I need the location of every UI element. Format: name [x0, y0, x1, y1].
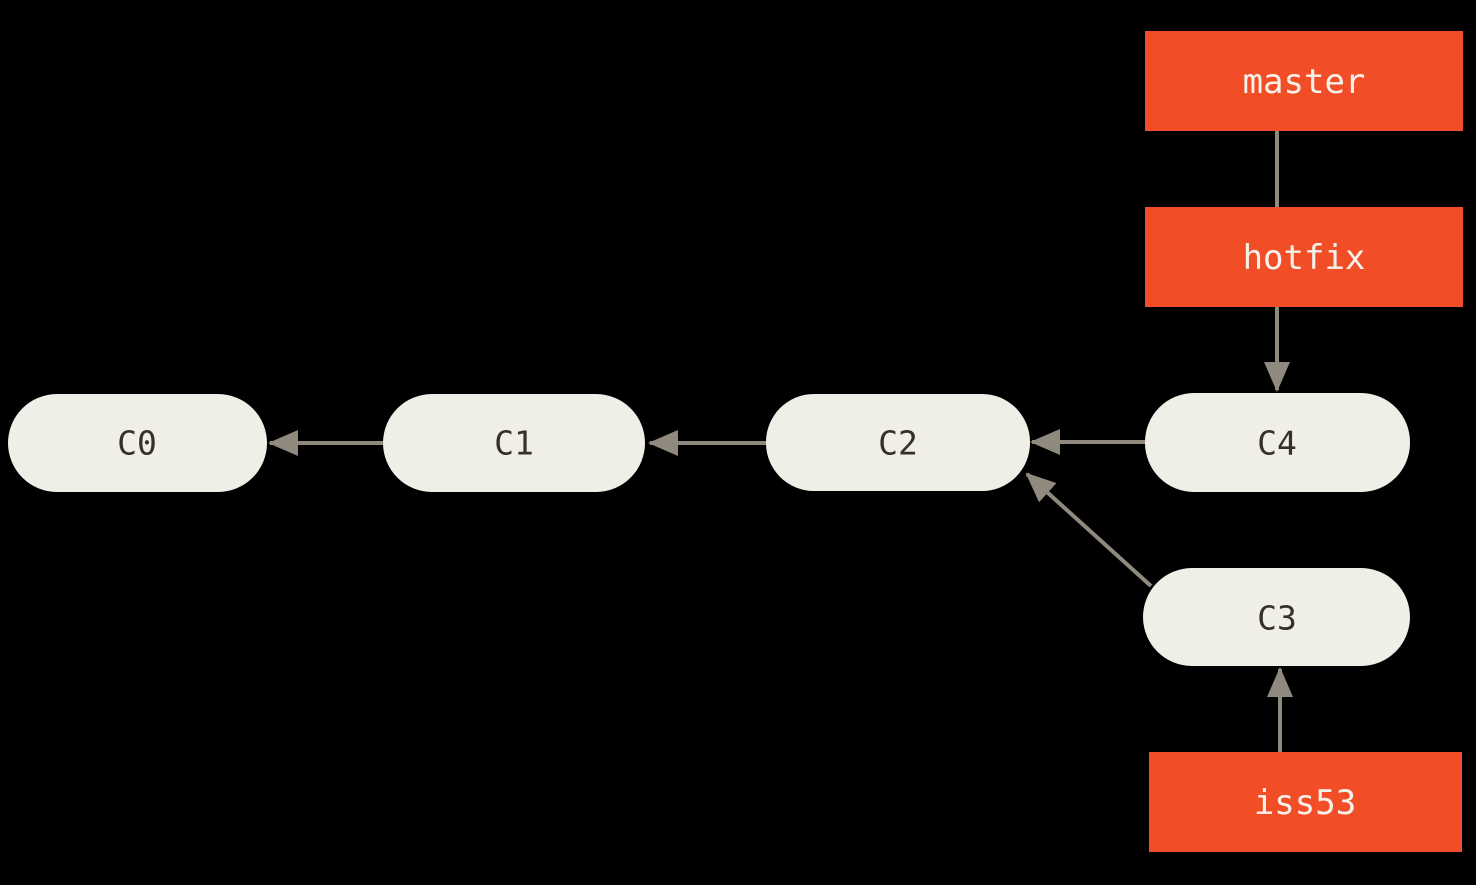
- commit-pill-c3: [1143, 568, 1410, 666]
- edges: [268, 131, 1293, 752]
- commit-pill-c2: [766, 394, 1030, 491]
- branch-rect-iss53: [1149, 752, 1462, 852]
- commit-node-c0: C0: [8, 394, 267, 492]
- branch-label-hotfix: hotfix: [1243, 238, 1366, 278]
- commit-label-c3: C3: [1257, 599, 1297, 638]
- commit-label-c1: C1: [494, 424, 534, 463]
- branch-label-master: master: [1243, 62, 1366, 102]
- branch-rect-master: [1145, 31, 1463, 131]
- branch-box-master: master: [1145, 31, 1463, 131]
- branch-label-iss53: iss53: [1254, 783, 1356, 823]
- commit-pill-c1: [383, 394, 645, 492]
- branch-box-iss53: iss53: [1149, 752, 1462, 852]
- branch-rect-hotfix: [1145, 207, 1463, 307]
- commit-node-c2: C2: [766, 394, 1030, 491]
- edge-c3-c2: [1025, 472, 1153, 588]
- commit-node-c3: C3: [1143, 568, 1410, 666]
- commit-label-c4: C4: [1257, 424, 1297, 463]
- branch-boxes: master hotfix iss53: [1145, 31, 1463, 852]
- commit-node-c4: C4: [1145, 393, 1410, 492]
- commit-pill-c4: [1145, 393, 1410, 492]
- commit-node-c1: C1: [383, 394, 645, 492]
- branch-box-hotfix: hotfix: [1145, 207, 1463, 307]
- commit-nodes: C0 C1 C2 C4 C3: [8, 393, 1410, 666]
- commit-pill-c0: [8, 394, 267, 492]
- commit-label-c0: C0: [117, 424, 157, 463]
- commit-label-c2: C2: [878, 424, 918, 463]
